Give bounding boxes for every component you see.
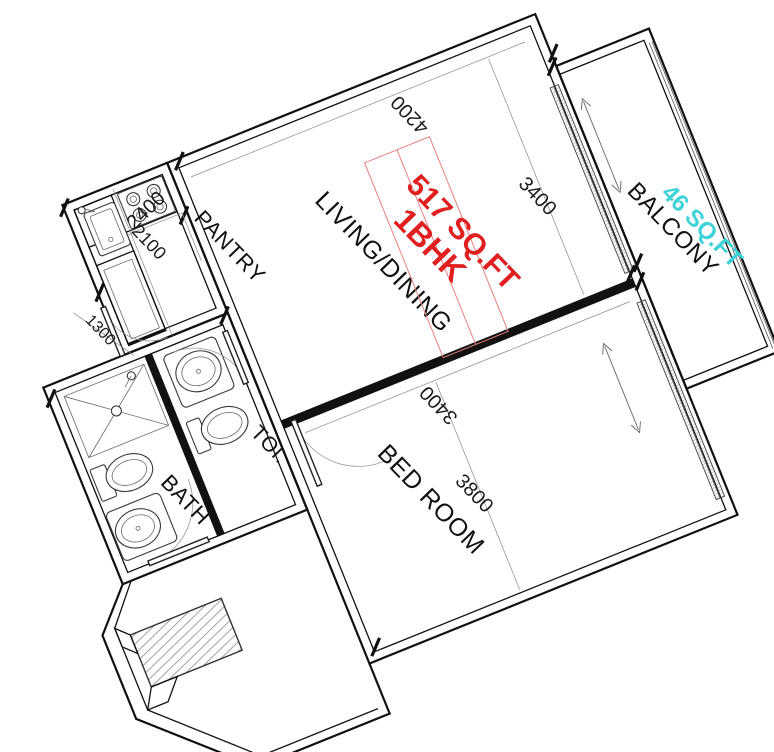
dimension-label-4200: 4200 bbox=[387, 91, 434, 138]
stove-icon bbox=[117, 175, 176, 230]
dimension-lines bbox=[73, 41, 630, 590]
shower-icon bbox=[63, 363, 170, 459]
living-window bbox=[549, 84, 634, 274]
window-grille-icon bbox=[129, 597, 244, 688]
dimension-label-1300: 1300 bbox=[82, 312, 119, 349]
unit-highlight-box bbox=[363, 136, 509, 359]
sliding-door-arrow bbox=[602, 342, 641, 434]
toilet-icon bbox=[89, 453, 154, 502]
wet-block bbox=[41, 311, 309, 586]
entry-landing bbox=[101, 580, 392, 752]
sliding-door-arrow bbox=[580, 97, 622, 194]
living-bedroom-partition bbox=[280, 278, 637, 430]
dimension-label-living-3400: 3400 bbox=[514, 173, 561, 220]
dimension-label-bedroom-3400: 3400 bbox=[416, 381, 463, 428]
bath-fixtures bbox=[63, 363, 178, 561]
toilet-fixtures bbox=[163, 336, 249, 455]
bedroom-door bbox=[290, 418, 384, 488]
washbasin-icon bbox=[163, 336, 235, 408]
pantry-door bbox=[99, 305, 168, 358]
dimension-ticks bbox=[45, 43, 646, 657]
sink-icon bbox=[77, 202, 131, 257]
washbasin-icon bbox=[105, 492, 178, 561]
bedroom-window bbox=[636, 299, 726, 501]
toilet-icon bbox=[185, 405, 249, 455]
bath-door bbox=[146, 478, 211, 567]
toilet-door bbox=[173, 329, 250, 386]
